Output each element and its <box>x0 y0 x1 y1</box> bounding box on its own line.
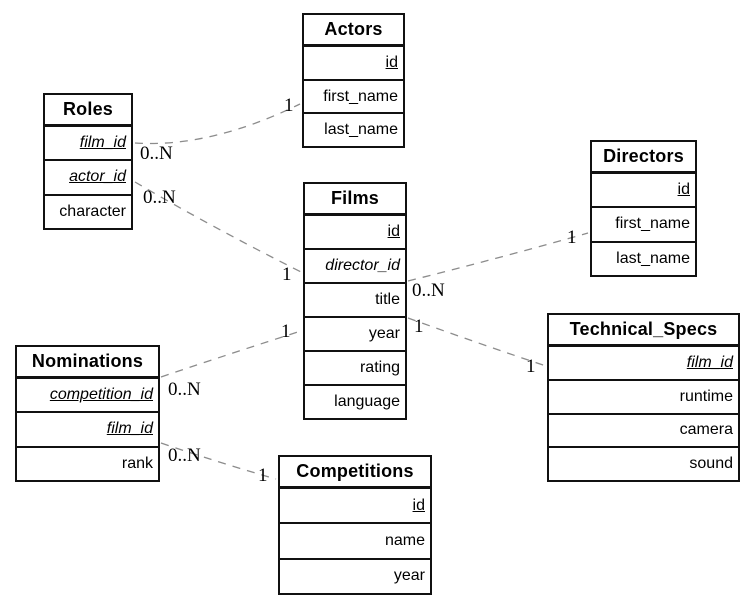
entity-nominations: Nominations competition_id film_id rank <box>15 345 160 482</box>
field-films-director-id: director_id <box>305 248 405 282</box>
field-actors-last-name: last_name <box>304 112 403 146</box>
cardinality-roles-films-near-roles: 0..N <box>143 187 176 208</box>
entity-nominations-title: Nominations <box>17 347 158 379</box>
field-competitions-name: name <box>280 522 430 557</box>
cardinality-films-directors-near-directors: 1 <box>567 227 577 248</box>
entity-actors: Actors id first_name last_name <box>302 13 405 148</box>
relation-nominations-films-line <box>160 330 302 378</box>
cardinality-films-technicalspecs-near-technicalspecs: 1 <box>526 356 536 377</box>
cardinality-nominations-competitions-near-nominations: 0..N <box>168 445 201 466</box>
cardinality-nominations-films-near-films: 1 <box>281 321 291 342</box>
field-films-id: id <box>387 223 400 240</box>
field-directors-last-name: last_name <box>592 240 695 275</box>
entity-roles: Roles film_id actor_id character <box>43 93 133 230</box>
cardinality-nominations-films-near-nominations: 0..N <box>168 379 201 400</box>
entity-films-title: Films <box>305 184 405 216</box>
field-actors-id: id <box>385 53 398 71</box>
field-films-rating: rating <box>305 350 405 384</box>
entity-directors: Directors id first_name last_name <box>590 140 697 277</box>
field-nominations-competition-id: competition_id <box>49 386 153 404</box>
field-roles-character: character <box>45 193 131 228</box>
relation-roles-films-line <box>134 181 302 273</box>
relation-roles-actors-line <box>134 103 301 145</box>
cardinality-films-technicalspecs-near-films: 1 <box>414 316 424 337</box>
entity-technical-specs: Technical_Specs film_id runtime camera s… <box>547 313 740 482</box>
field-directors-first-name: first_name <box>592 206 695 240</box>
field-technical-specs-film-id: film_id <box>686 353 733 371</box>
entity-actors-title: Actors <box>304 15 403 47</box>
relation-nominations-competitions-line <box>160 442 277 480</box>
field-roles-actor-id: actor_id <box>45 159 131 193</box>
cardinality-roles-actors-near-actors: 1 <box>284 95 294 116</box>
field-competitions-id: id <box>412 496 425 514</box>
field-technical-specs-camera: camera <box>549 412 738 447</box>
cardinality-nominations-competitions-near-competitions: 1 <box>258 465 268 486</box>
entity-films: Films id director_id title year rating l… <box>303 182 407 420</box>
relation-films-directors-line <box>407 232 589 282</box>
field-nominations-rank: rank <box>17 445 158 480</box>
field-competitions-year: year <box>280 557 430 593</box>
relation-films-technicalspecs-line <box>407 317 547 367</box>
field-films-language: language <box>305 384 405 418</box>
entity-roles-title: Roles <box>45 95 131 127</box>
entity-technical-specs-title: Technical_Specs <box>549 315 738 347</box>
cardinality-roles-films-near-films: 1 <box>282 264 292 285</box>
cardinality-roles-actors-near-roles: 0..N <box>140 143 173 164</box>
field-technical-specs-runtime: runtime <box>549 378 738 413</box>
field-nominations-film-id: film_id <box>17 411 158 445</box>
field-films-title: title <box>305 282 405 316</box>
field-directors-id: id <box>677 181 690 199</box>
entity-directors-title: Directors <box>592 142 695 174</box>
entity-competitions-title: Competitions <box>280 457 430 489</box>
field-films-year: year <box>305 316 405 350</box>
cardinality-films-directors-near-films: 0..N <box>412 280 445 301</box>
entity-competitions: Competitions id name year <box>278 455 432 595</box>
field-technical-specs-sound: sound <box>549 446 738 480</box>
field-actors-first-name: first_name <box>304 78 403 113</box>
field-roles-film-id: film_id <box>79 134 126 152</box>
